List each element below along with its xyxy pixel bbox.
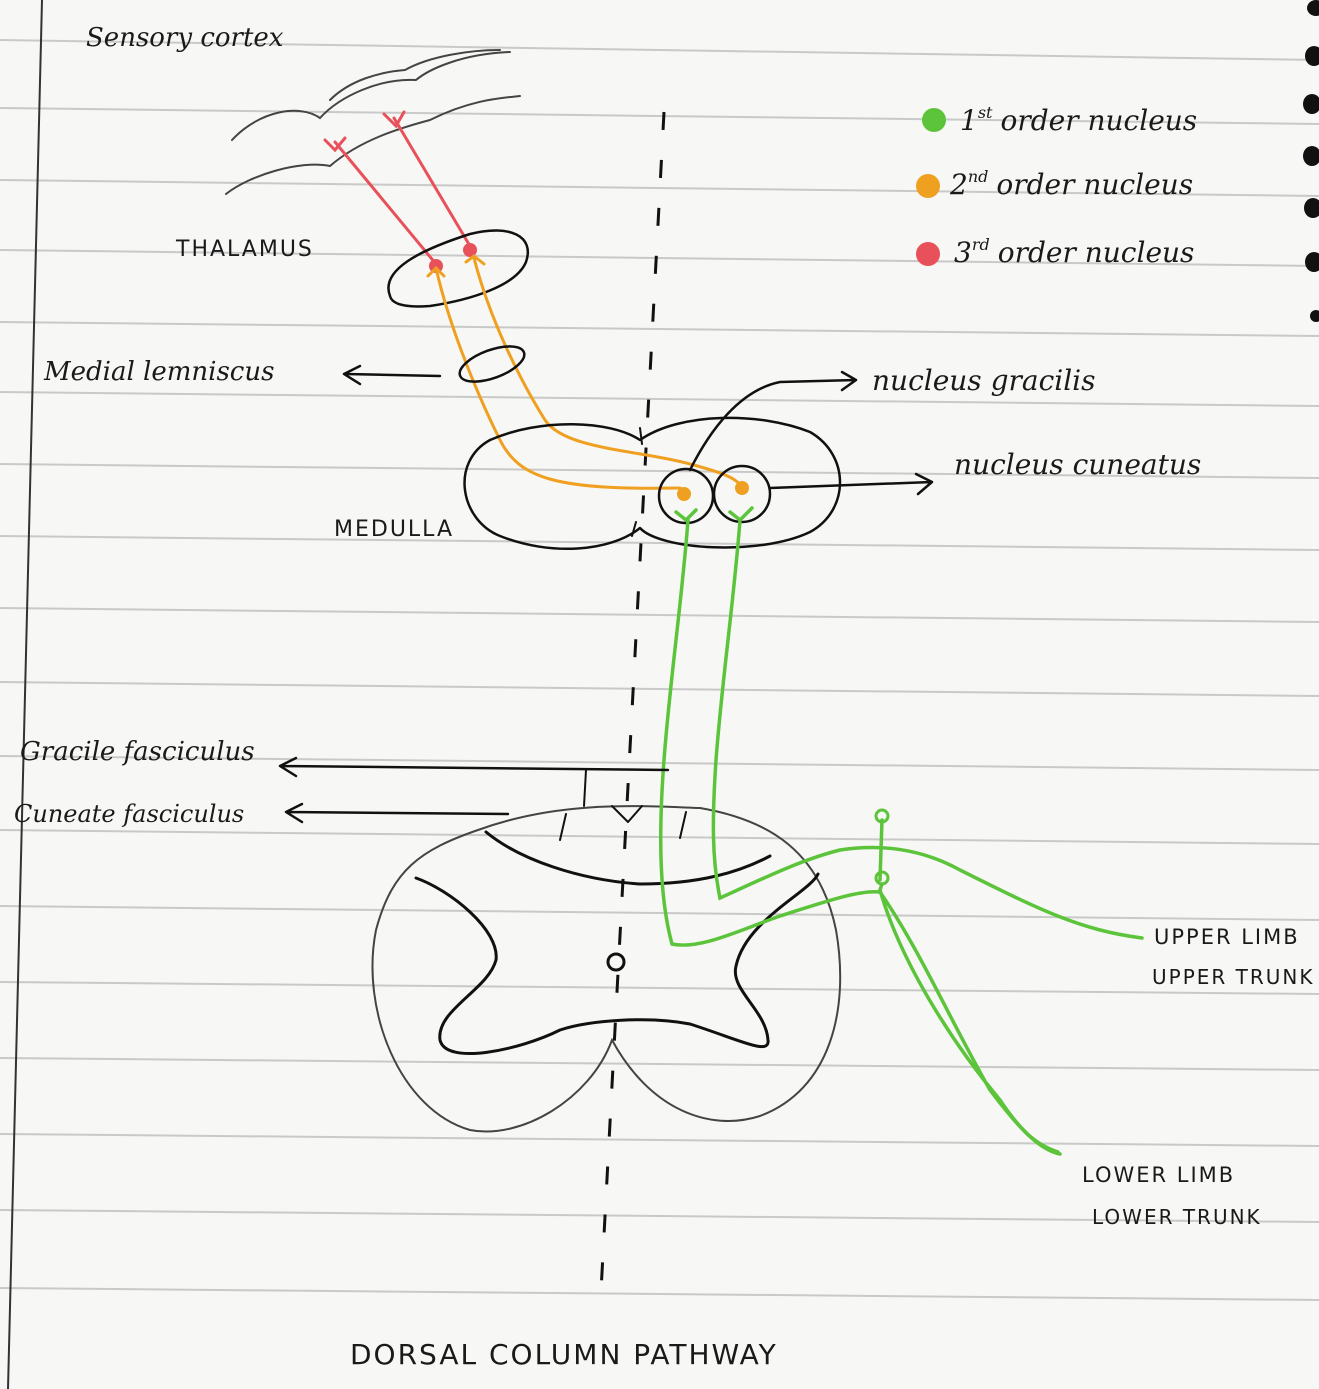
thalamus-outline — [388, 230, 527, 306]
ruled-lines — [0, 40, 1319, 1300]
upper-trunk-label: UPPER TRUNK — [1152, 965, 1314, 989]
second-order-nucleus — [677, 487, 691, 501]
sensory-cortex-label: Sensory cortex — [86, 23, 284, 53]
medulla-label: MEDULLA — [334, 517, 454, 542]
nucleus-cuneatus-arrow — [770, 474, 932, 494]
diagram-title: DORSAL COLUMN PATHWAY — [350, 1338, 778, 1371]
dorsal-horn-boundary — [486, 832, 770, 884]
medial-lemniscus-ring — [455, 339, 528, 389]
medulla-notch — [632, 428, 642, 536]
first-order-nucleus — [876, 872, 888, 884]
legend-dot-third-order — [916, 242, 940, 266]
cuneate-fasciculus-label: Cuneate fasciculus — [14, 800, 244, 828]
legend-dot-second-order — [916, 174, 940, 198]
medial-lemniscus-label: Medial lemniscus — [43, 357, 274, 387]
medulla-outline — [465, 418, 840, 549]
gracile-fasciculus-label: Gracile fasciculus — [20, 737, 255, 767]
upper-limb-label: UPPER LIMB — [1154, 925, 1300, 949]
second-order-nucleus — [735, 481, 749, 495]
binding-holes — [1303, 0, 1319, 322]
thalamus-label: THALAMUS — [175, 237, 314, 262]
nucleus-gracilis-label: nucleus gracilis — [872, 364, 1096, 397]
central-canal — [608, 954, 624, 970]
midline — [600, 112, 664, 1310]
dorsal-septum — [560, 770, 686, 840]
lower-limb-label: LOWER LIMB — [1082, 1163, 1235, 1187]
first-order-neurons — [661, 508, 1142, 1154]
grey-matter-outline — [416, 874, 818, 1054]
cuneate-fasciculus-arrow — [286, 804, 508, 822]
legend-dot-first-order — [922, 108, 946, 132]
margin-line — [8, 0, 42, 1389]
lower-trunk-label: LOWER TRUNK — [1092, 1205, 1262, 1229]
nucleus-cuneatus-label: nucleus cuneatus — [954, 448, 1201, 481]
cortex-outline — [226, 50, 520, 194]
medial-lemniscus-arrow — [344, 366, 440, 384]
